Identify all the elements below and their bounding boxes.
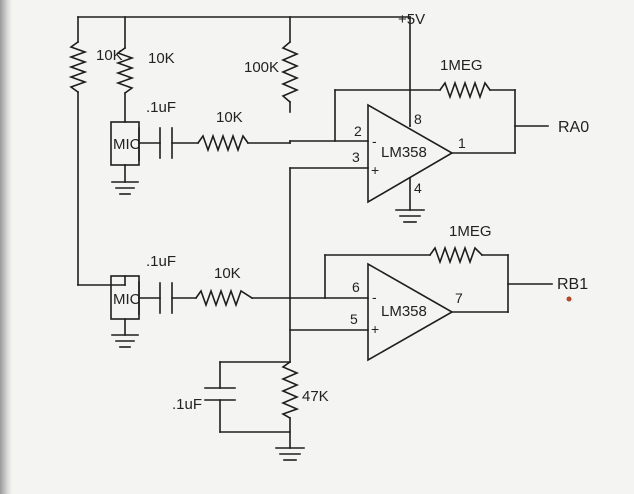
resistor-r1-label: 10K	[96, 47, 123, 64]
opamp-top-pin-vcc: 8	[414, 111, 422, 127]
microphone-1-label: MIC	[113, 136, 141, 153]
capacitor-c1-label: .1uF	[146, 99, 176, 116]
opamp-bottom-pin-inv: 6	[352, 279, 360, 295]
opamp-bottom-plus: +	[371, 321, 379, 337]
resistor-r6	[275, 360, 305, 461]
resistor-r2	[115, 46, 135, 123]
bias-node	[219, 167, 369, 363]
microphone-2	[110, 275, 161, 348]
opamp-top-pin-gnd: 4	[414, 180, 422, 196]
capacitor-c2-label: .1uF	[146, 253, 176, 270]
opamp-top-minus: -	[372, 133, 377, 149]
resistor-r2-label: 10K	[148, 50, 175, 67]
resistor-r5-label: 10K	[214, 265, 241, 282]
opamp-bottom-name: LM358	[381, 303, 427, 320]
supply-rail	[77, 16, 411, 127]
opamp-bottom-pin-noninv: 5	[350, 311, 358, 327]
output-bottom-label: RB1	[557, 276, 588, 293]
opamp-top	[367, 89, 549, 223]
resistor-feedback-bottom	[324, 245, 509, 299]
opamp-bottom	[367, 254, 553, 362]
resistor-r4-label: 10K	[216, 109, 243, 126]
resistor-r3	[280, 40, 300, 113]
opamp-top-plus: +	[371, 162, 379, 178]
capacitor-c2	[159, 282, 197, 314]
resistor-feedback-bottom-label: 1MEG	[449, 223, 492, 240]
resistor-r4	[196, 133, 369, 153]
microphone-2-label: MIC	[113, 291, 141, 308]
resistor-feedback-top	[334, 80, 516, 142]
ink-dot	[566, 296, 572, 302]
opamp-bottom-minus: -	[372, 289, 377, 305]
resistor-feedback-top-label: 1MEG	[440, 57, 483, 74]
opamp-bottom-pin-out: 7	[455, 290, 463, 306]
resistor-r1	[68, 40, 126, 286]
capacitor-c3	[204, 361, 291, 433]
resistor-r3-label: 100K	[244, 59, 279, 76]
supply-label: +5V	[398, 11, 425, 28]
opamp-top-pin-noninv: 3	[352, 149, 360, 165]
capacitor-c1	[159, 127, 199, 159]
opamp-top-name: LM358	[381, 144, 427, 161]
capacitor-c3-label: .1uF	[172, 396, 202, 413]
opamp-top-pin-inv: 2	[354, 123, 362, 139]
resistor-r5	[194, 288, 369, 308]
opamp-top-pin-out: 1	[458, 135, 466, 151]
resistor-r6-label: 47K	[302, 388, 329, 405]
microphone-1	[110, 121, 161, 195]
output-top-label: RA0	[558, 119, 589, 136]
